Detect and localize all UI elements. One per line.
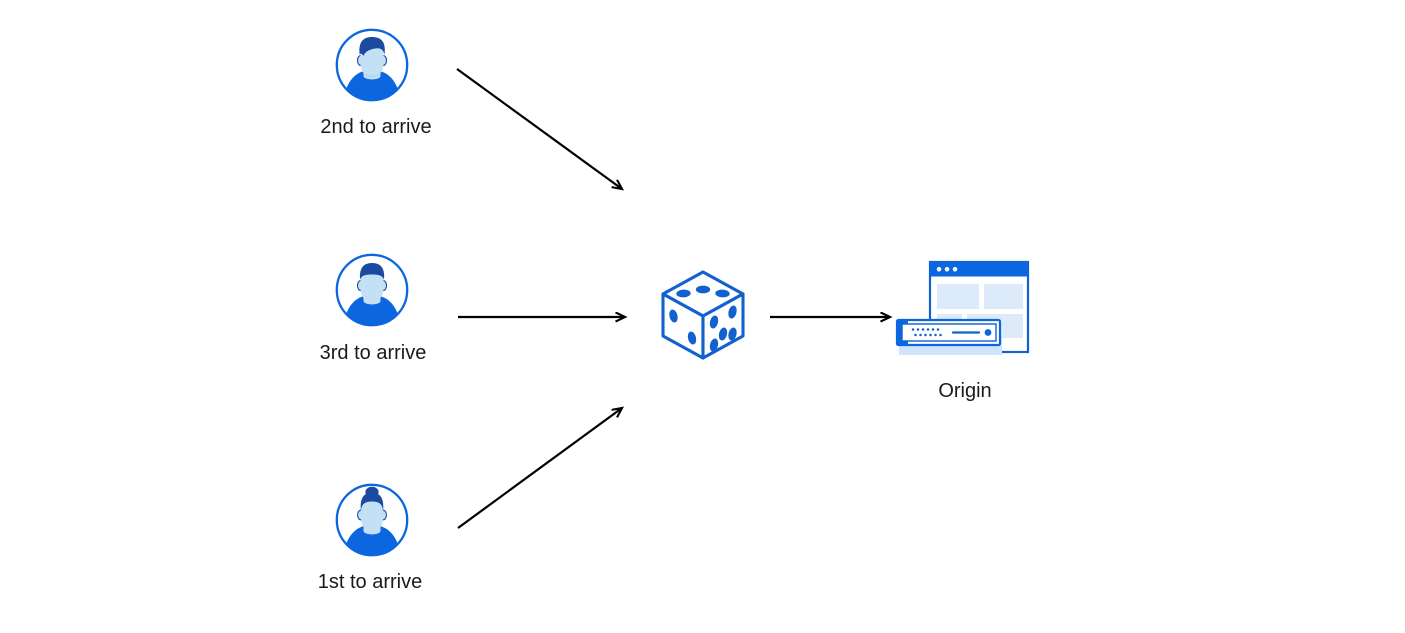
node-label-client-2nd: 2nd to arrive (320, 116, 432, 138)
server-device (895, 318, 1002, 355)
dice-cube-icon (657, 268, 749, 362)
node-label-origin: Origin (938, 380, 992, 402)
arrow-1st-to-dice (457, 408, 622, 529)
user-avatar-icon (334, 482, 410, 558)
origin-server-icon (895, 258, 1035, 362)
user-avatar-icon (334, 252, 410, 328)
user-avatar-icon (334, 27, 410, 103)
node-label-client-1st: 1st to arrive (317, 571, 423, 593)
node-label-client-3rd: 3rd to arrive (319, 342, 427, 364)
arrow-2nd-to-dice (456, 68, 622, 189)
